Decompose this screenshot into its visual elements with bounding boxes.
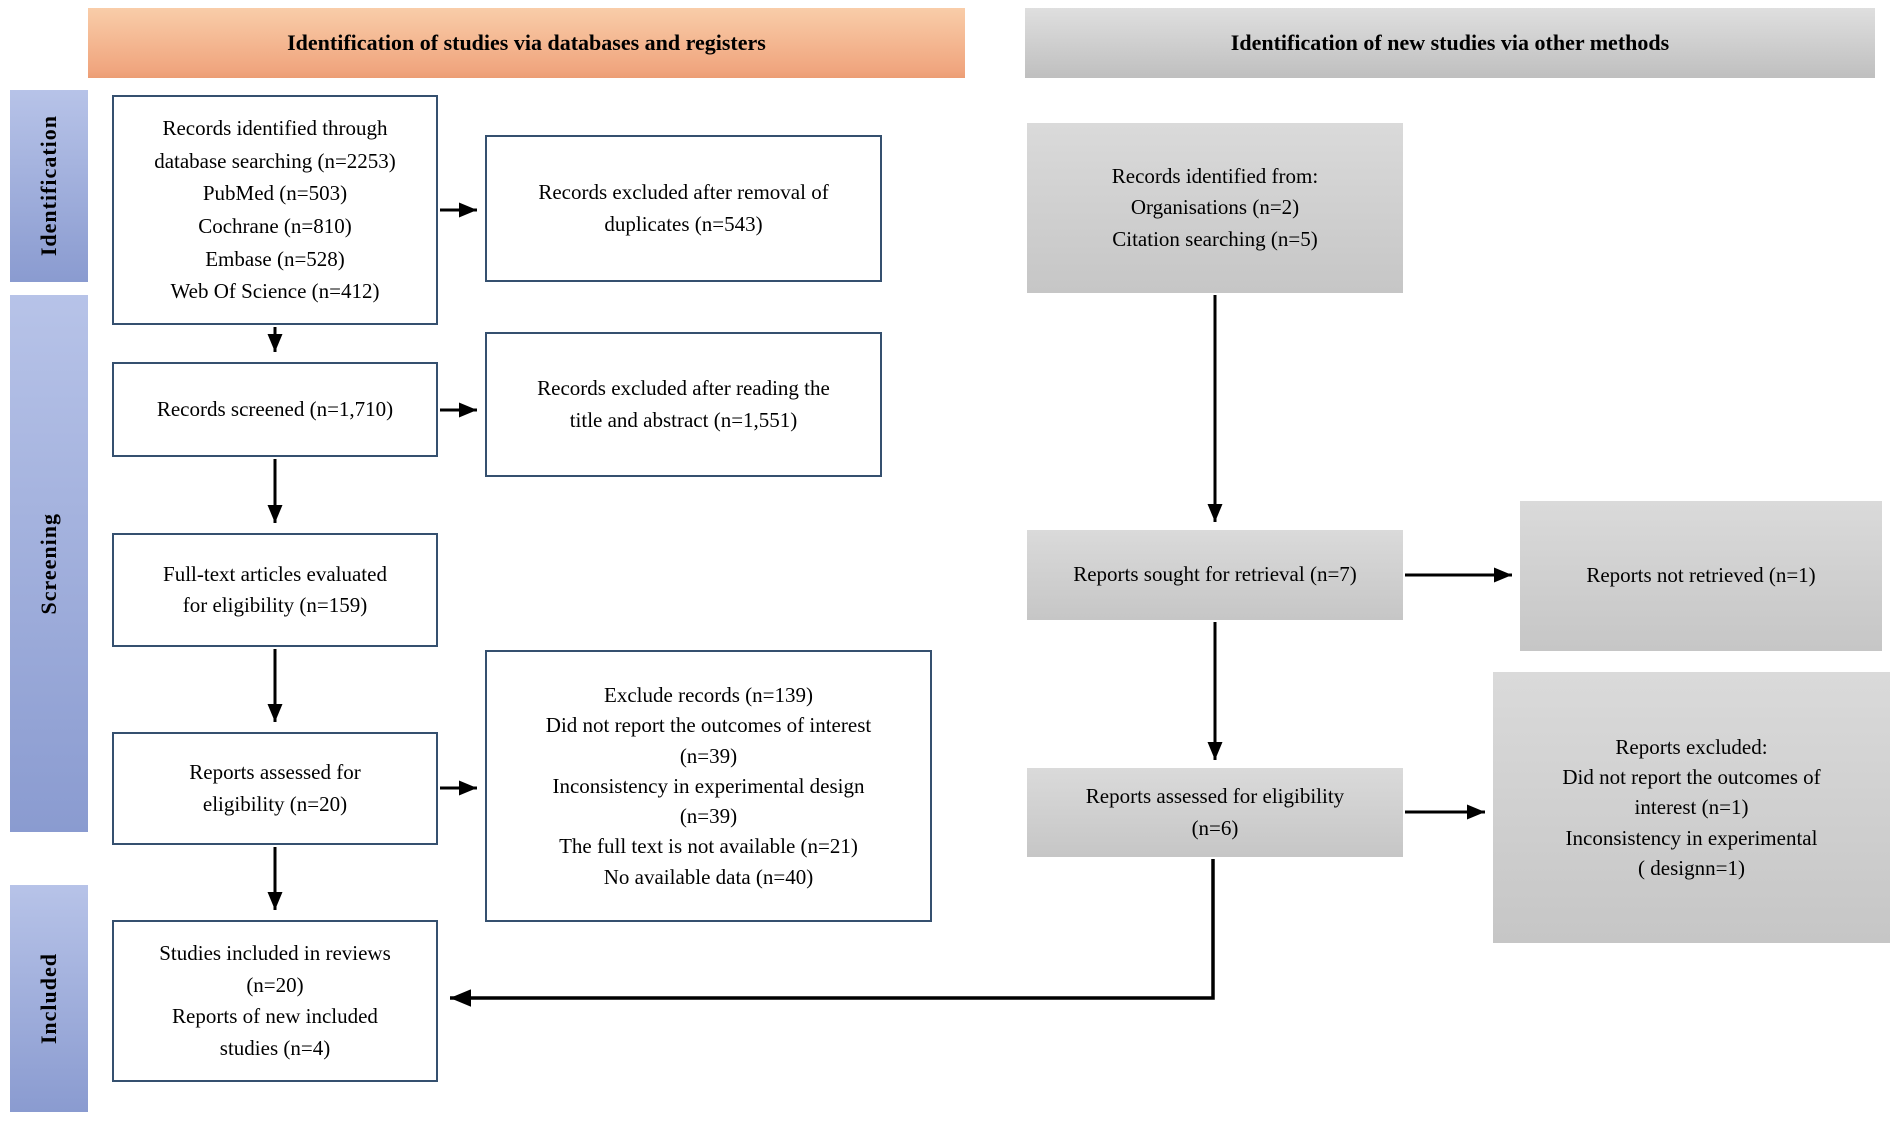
banner-databases-registers-label: Identification of studies via databases … [287,30,766,55]
box-reports-not-retrieved: Reports not retrieved (n=1) [1520,501,1882,651]
box-records-identified: Records identified through database sear… [112,95,438,325]
box-reports-sought: Reports sought for retrieval (n=7) [1027,530,1403,620]
box-excluded-title-abstract: Records excluded after reading the title… [485,332,882,477]
banner-other-methods: Identification of new studies via other … [1025,8,1875,78]
phase-bar-included: Included [10,885,88,1112]
box-reports-assessed: Reports assessed for eligibility (n=20) [112,732,438,845]
phase-bar-screening: Screening [10,295,88,832]
box-excluded-fulltext-reasons: Exclude records (n=139) Did not report t… [485,650,932,922]
banner-databases-registers: Identification of studies via databases … [88,8,965,78]
box-records-identified-other: Records identified from: Organisations (… [1027,123,1403,293]
box-reports-excluded-other: Reports excluded: Did not report the out… [1493,672,1890,943]
phase-bar-identification: Identification [10,90,88,282]
box-excluded-duplicates: Records excluded after removal of duplic… [485,135,882,282]
box-fulltext-evaluated: Full-text articles evaluated for eligibi… [112,533,438,647]
box-reports-assessed-other: Reports assessed for eligibility (n=6) [1027,768,1403,857]
phase-label-included: Included [36,952,61,1045]
box-records-screened: Records screened (n=1,710) [112,362,438,457]
phase-label-screening: Screening [36,512,61,615]
phase-label-identification: Identification [36,115,61,257]
banner-other-methods-label: Identification of new studies via other … [1230,30,1670,55]
box-studies-included: Studies included in reviews (n=20) Repor… [112,920,438,1082]
